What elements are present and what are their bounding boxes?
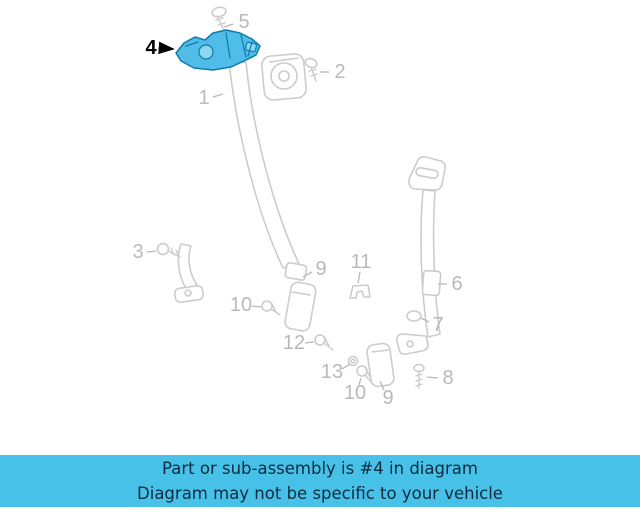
callout-leader-12: [304, 341, 315, 344]
part-8-bolt: [413, 363, 425, 389]
callout-leader-3: [146, 250, 157, 253]
callout-leader-13: [341, 363, 351, 370]
part-9-buckle-a: [284, 262, 317, 332]
retractor-device: [261, 53, 307, 101]
callout-label-5: 5: [238, 11, 249, 33]
callout-leader-9: [302, 271, 313, 278]
callout-label-12: 12: [283, 332, 305, 354]
part-11-clip: [349, 284, 371, 299]
part-3-screw: [156, 242, 181, 258]
callout-leader-7: [420, 317, 430, 323]
part-10-bolt-b: [356, 365, 373, 384]
shoulder-loop-slot: [415, 166, 439, 180]
callout-leader-10: [358, 377, 362, 386]
callout-leader-11: [357, 271, 361, 284]
callout-label-11: 11: [351, 251, 372, 273]
part-7-ring: [406, 310, 422, 322]
part-4-highlighted: [175, 29, 261, 71]
part-10-bolt-a: [261, 300, 281, 316]
right-belt: [420, 189, 441, 338]
callout-leader-8: [426, 376, 439, 379]
callout-label-6: 6: [451, 273, 462, 295]
right-belt-assembly: [396, 156, 446, 389]
banner-line-1: Part or sub-assembly is #4 in diagram: [162, 459, 478, 478]
info-banner: Part or sub-assembly is #4 in diagram Di…: [0, 455, 640, 507]
callout-label-10: 10: [344, 382, 366, 404]
callout-label-8: 8: [442, 367, 453, 389]
callout-label-9: 9: [382, 387, 393, 409]
callout-label-13: 13: [321, 361, 343, 383]
callout-leader-1: [212, 93, 224, 98]
callout-label-4: 4: [145, 37, 157, 59]
callout-label-1: 1: [198, 87, 209, 109]
part-13-washer: [347, 355, 359, 367]
callout-leader-5: [223, 23, 234, 28]
banner-line-2: Diagram may not be specific to your vehi…: [137, 484, 503, 503]
left-belt-anchor: [174, 243, 204, 304]
callout-label-3: 3: [132, 241, 143, 263]
lower-bracket-hole: [406, 340, 414, 348]
part-9-buckle-b: [366, 342, 395, 388]
callout-label-9: 9: [315, 258, 326, 280]
callout-label-10: 10: [230, 294, 252, 316]
part-12-bolt: [314, 334, 334, 351]
part-5-screw: [211, 6, 227, 31]
callout-label-7: 7: [432, 314, 443, 336]
callout-leader-4: [158, 41, 175, 55]
part-2-screw: [304, 57, 318, 82]
callout-label-2: 2: [334, 61, 345, 83]
callout-leader-9: [379, 380, 385, 391]
part-6-guide: [421, 269, 442, 297]
callout-leader-10: [251, 305, 262, 308]
